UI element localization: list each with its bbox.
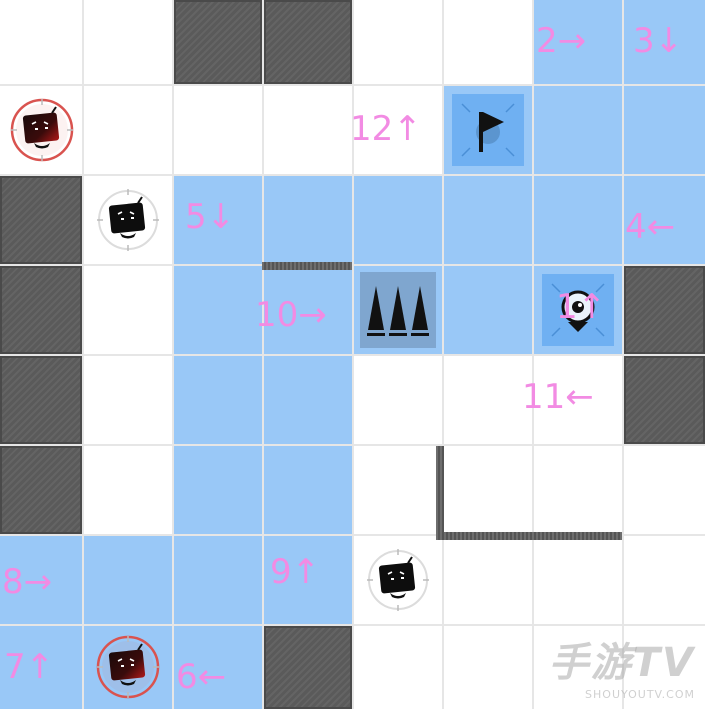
watermark-sub: SHOUYOUTV.COM (585, 688, 695, 701)
box-enemy-icon (366, 548, 430, 612)
cell-empty[interactable] (534, 356, 622, 444)
cell-empty[interactable] (84, 0, 172, 84)
cell-empty[interactable] (354, 86, 442, 174)
cell-empty[interactable] (264, 86, 352, 174)
box-enemy-icon (96, 188, 160, 252)
flag-icon (452, 94, 524, 166)
cell-empty[interactable] (84, 266, 172, 354)
cell-empty[interactable] (624, 536, 705, 624)
cell-wall[interactable] (0, 266, 82, 354)
cell-path[interactable] (534, 86, 622, 174)
cell-empty[interactable] (444, 626, 532, 709)
thin-wall-horizontal-bottom (436, 532, 622, 540)
cell-empty[interactable] (0, 0, 82, 84)
cell-path[interactable] (624, 176, 705, 264)
thin-wall-vertical (436, 446, 444, 536)
cell-path[interactable] (624, 86, 705, 174)
cell-path[interactable] (444, 266, 532, 354)
cell-path[interactable] (264, 536, 352, 624)
cell-empty[interactable] (534, 446, 622, 534)
cell-empty[interactable] (444, 536, 532, 624)
cell-wall[interactable] (624, 266, 705, 354)
cell-wall[interactable] (624, 356, 705, 444)
cell-path[interactable] (84, 536, 172, 624)
cell-empty[interactable] (354, 626, 442, 709)
box-enemy-alert-icon (10, 98, 74, 162)
cell-path[interactable] (174, 266, 262, 354)
cell-path[interactable] (624, 0, 705, 84)
cell-path[interactable] (264, 266, 352, 354)
cell-empty[interactable] (354, 356, 442, 444)
cell-path[interactable] (264, 356, 352, 444)
cell-path[interactable] (264, 176, 352, 264)
box-enemy-alert-icon (96, 635, 160, 699)
cell-empty[interactable] (444, 446, 532, 534)
player-eye-icon (542, 274, 614, 346)
cell-wall[interactable] (0, 446, 82, 534)
cell-path[interactable] (174, 176, 262, 264)
spikes-icon (360, 272, 436, 348)
cell-empty[interactable] (84, 446, 172, 534)
watermark-main: 手游TV (548, 640, 695, 686)
cell-empty[interactable] (444, 356, 532, 444)
cell-empty[interactable] (354, 446, 442, 534)
cell-wall[interactable] (0, 176, 82, 264)
thin-wall-horizontal-top (262, 262, 352, 270)
cell-path[interactable] (534, 176, 622, 264)
cell-path[interactable] (174, 446, 262, 534)
cell-empty[interactable] (624, 446, 705, 534)
cell-path[interactable] (354, 176, 442, 264)
cell-path[interactable] (174, 356, 262, 444)
cell-wall[interactable] (0, 356, 82, 444)
cell-path[interactable] (0, 536, 82, 624)
cell-path[interactable] (444, 176, 532, 264)
cell-empty[interactable] (534, 536, 622, 624)
cell-empty[interactable] (534, 626, 622, 709)
cell-empty[interactable] (174, 86, 262, 174)
cell-path[interactable] (264, 446, 352, 534)
cell-path[interactable] (0, 626, 82, 709)
cell-empty[interactable] (84, 356, 172, 444)
cell-empty[interactable] (84, 86, 172, 174)
cell-path[interactable] (174, 536, 262, 624)
cell-empty[interactable] (624, 626, 705, 709)
cell-empty[interactable] (444, 0, 532, 84)
cell-path[interactable] (534, 0, 622, 84)
watermark: 手游TV SHOUYOUTV.COM (549, 630, 695, 701)
cell-wall[interactable] (264, 626, 352, 709)
cell-path[interactable] (174, 626, 262, 709)
cell-empty[interactable] (354, 0, 442, 84)
cell-wall[interactable] (174, 0, 262, 84)
cell-wall[interactable] (264, 0, 352, 84)
